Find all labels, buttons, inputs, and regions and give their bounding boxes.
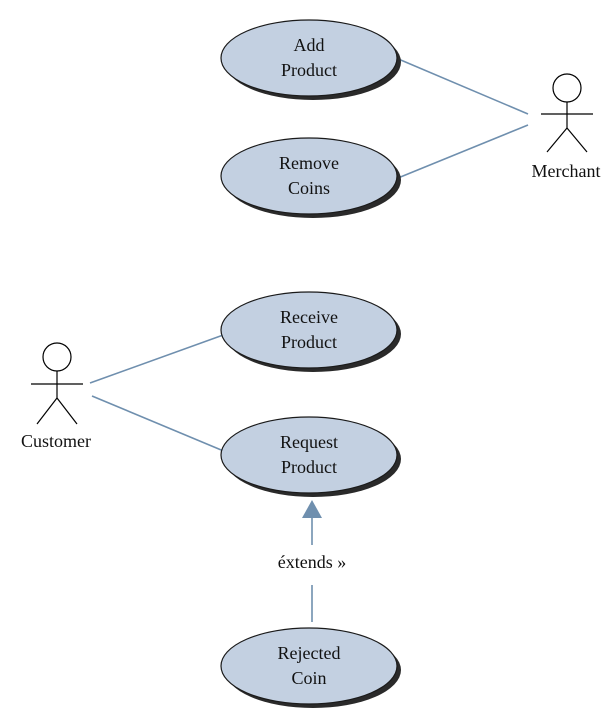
use-case-label-line-1: Request <box>280 432 338 452</box>
assoc-customer-request-product <box>91 395 227 453</box>
actor-merchant[interactable]: Merchant <box>532 73 601 181</box>
use-case-rejected-coin[interactable]: Rejected Coin <box>220 627 401 708</box>
use-case-label-line-2: Product <box>281 60 337 80</box>
use-case-receive-product[interactable]: Receive Product <box>220 291 401 372</box>
assoc-customer-receive-product <box>89 333 227 384</box>
assoc-merchant-add-product <box>395 57 529 115</box>
use-case-label-line-1: Rejected <box>278 643 341 663</box>
extend-relationship: éxtends » <box>278 500 346 622</box>
extend-arrowhead <box>302 500 322 518</box>
use-case-label-line-2: Product <box>281 457 337 477</box>
actor-label: Merchant <box>532 161 601 181</box>
stick-figure-icon <box>31 342 83 425</box>
use-case-remove-coins[interactable]: Remove Coins <box>220 137 401 218</box>
use-case-label-line-1: Receive <box>280 307 338 327</box>
extends-label: éxtends » <box>278 552 346 572</box>
assoc-merchant-remove-coins <box>397 124 529 179</box>
use-case-label-line-1: Add <box>294 35 325 55</box>
use-case-label-line-2: Coins <box>288 178 330 198</box>
use-case-label-line-2: Coin <box>291 668 326 688</box>
stick-figure-icon <box>541 73 593 153</box>
use-case-label-line-2: Product <box>281 332 337 352</box>
use-case-request-product[interactable]: Request Product <box>220 416 401 497</box>
use-case-label-line-1: Remove <box>279 153 339 173</box>
use-case-add-product[interactable]: Add Product <box>220 19 401 100</box>
actor-label: Customer <box>21 431 91 451</box>
actor-customer[interactable]: Customer <box>21 342 91 451</box>
